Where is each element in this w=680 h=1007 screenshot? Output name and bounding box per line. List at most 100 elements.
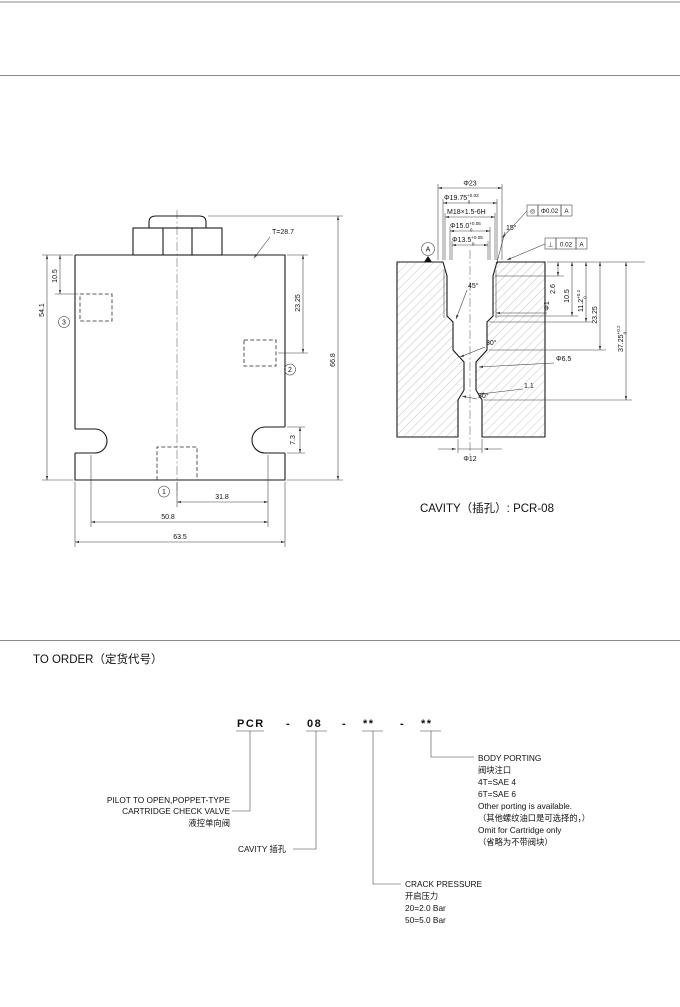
port-1-balloon: 1	[158, 485, 170, 498]
perpendicularity-datum: A	[579, 242, 584, 249]
dim-angle-45: 45°	[455, 282, 479, 320]
section-dividers	[0, 1, 680, 641]
tol-lower: 0	[583, 296, 588, 299]
crack-pressure-block: CRACK PRESSURE 开启压力 20=2.0 Bar 50=5.0 Ba…	[405, 879, 482, 925]
dim-angle-15: 15°	[495, 224, 517, 267]
crack-line1: CRACK PRESSURE	[405, 879, 482, 889]
value: 11.2	[578, 299, 585, 312]
dim-2-6-text: 2.6	[550, 284, 557, 294]
to-order-title: TO ORDER（定货代号）	[33, 652, 163, 666]
tol-upper: +0.05	[471, 235, 483, 240]
dim-phi13-5-text: Φ13.5+0.05 0	[452, 235, 483, 247]
datum-a: A	[421, 242, 435, 262]
dim-1-1-text: 1.1	[524, 383, 534, 390]
dim-angle-30-upper-text: 30°	[486, 339, 497, 347]
tol-lower: 0	[468, 200, 471, 205]
dim-10-5-cavity-text: 10.5	[564, 289, 571, 303]
dim-phi12-text: Φ12	[463, 456, 476, 463]
dim-angle-45-text: 45°	[468, 282, 479, 290]
dim-63-5: 63.5	[74, 482, 286, 547]
cavity-code-label: CAVITY 插孔	[238, 844, 287, 854]
code-model: PCR	[237, 718, 265, 730]
port-3-balloon: 3	[58, 316, 70, 328]
value: 37.25	[618, 334, 625, 352]
tol-upper: +0.2	[576, 289, 581, 299]
perpendicularity-icon: ⊥	[548, 242, 554, 249]
value: Φ15.0	[450, 223, 469, 230]
dim-thread: M18×1.5-6H	[444, 209, 496, 260]
cavity-left-wall	[396, 261, 465, 438]
porting-line5: Other porting is available.	[478, 801, 572, 811]
dim-angle-30-lower: 30°	[461, 392, 489, 400]
port-1-hidden	[156, 446, 198, 480]
dim-50-8: 50.8	[90, 455, 268, 527]
concentricity-icon: ◎	[530, 208, 536, 215]
value: Φ19.75	[444, 195, 467, 202]
hex-nut	[132, 227, 223, 256]
order-section: TO ORDER（定货代号） PCR - 08 - ** - ** PILOT …	[33, 652, 590, 925]
right-mount-slot	[251, 426, 285, 454]
dim-63-5-text: 63.5	[173, 534, 187, 541]
body-porting-block: BODY PORTING 阀块注口 4T=SAE 4 6T=SAE 6 Othe…	[478, 753, 590, 847]
gdt-perpendicularity-frame: ⊥ 0.02 A	[506, 237, 588, 261]
dim-2-6: 2.6	[495, 262, 564, 294]
cavity-right-wall	[475, 261, 546, 438]
dim-1-1: 1.1	[479, 383, 534, 395]
porting-line6: （其他螺纹油口是可选择的，）	[478, 813, 590, 823]
dim-10-5: 10.5	[52, 255, 78, 295]
porting-line8: （省略为不带阀块）	[478, 837, 553, 847]
concentricity-tol: Φ0.02	[541, 208, 559, 215]
dim-10-5-cavity: 10.5	[495, 262, 578, 317]
tol-upper: +0.2	[616, 325, 621, 335]
code-cavity: 08	[307, 718, 322, 730]
tol-lower: 0	[623, 331, 628, 334]
pilot-label-block: PILOT TO OPEN,POPPET-TYPE CARTRIDGE CHEC…	[107, 795, 231, 828]
dim-23-25-cavity-text: 23.25	[592, 306, 599, 324]
crack-line4: 50=5.0 Bar	[405, 915, 446, 925]
tol-upper: +0.05	[469, 221, 481, 226]
dim-phi13-5: Φ13.5+0.05 0	[451, 235, 489, 260]
value: Φ13.5	[452, 237, 471, 244]
dim-23-25: 23.25	[278, 254, 308, 354]
port-2-balloon: 2	[284, 363, 296, 376]
porting-line4: 6T=SAE 6	[478, 789, 516, 799]
dim-phi23-text: Φ23	[463, 181, 476, 188]
dim-angle-30-upper: 30°	[459, 339, 497, 358]
dim-54-1: 54.1	[39, 254, 73, 481]
dim-7-3: 7.3	[287, 426, 305, 454]
dim-phi23: Φ23	[437, 181, 503, 260]
port-2-hidden	[243, 339, 277, 367]
dim-thread-text: M18×1.5-6H	[447, 209, 486, 216]
code-body-porting: **	[421, 718, 433, 730]
tol-lower: 0	[472, 242, 475, 247]
pilot-label-line2: CARTRIDGE CHECK VALVE	[122, 806, 230, 816]
cartridge-cap	[148, 215, 207, 228]
dim-54-1-text: 54.1	[39, 303, 46, 317]
concentricity-datum: A	[564, 208, 569, 215]
pilot-label-line3: 液控单向阀	[189, 818, 231, 828]
dim-10-5-text: 10.5	[52, 269, 59, 283]
datum-a-label: A	[426, 247, 431, 254]
port-3-number: 3	[62, 320, 66, 327]
dim-angle-30-lower-text: 30°	[478, 392, 489, 400]
porting-line3: 4T=SAE 4	[478, 777, 516, 787]
crack-line3: 20=2.0 Bar	[405, 903, 446, 913]
porting-line7: Omit for Cartridge only	[478, 825, 562, 835]
dim-phi6-5-text: Φ6.5	[556, 356, 571, 363]
dim-phi1: Φ1	[496, 301, 551, 315]
body-outline	[74, 254, 286, 481]
port-1-number: 1	[162, 489, 166, 496]
torque-note: T=28.7	[272, 229, 294, 236]
code-dash-2: -	[342, 718, 347, 730]
dim-31-8: 31.8	[176, 455, 269, 527]
dim-66-8: 66.8	[208, 215, 343, 481]
